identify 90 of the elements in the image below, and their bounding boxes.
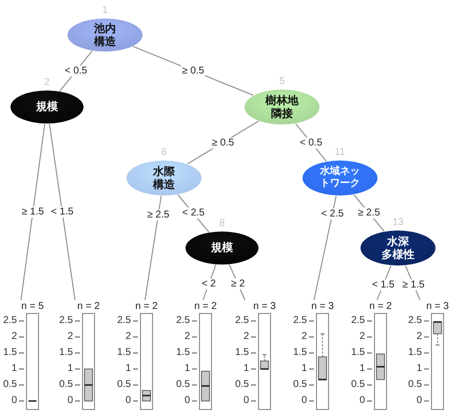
node-label: 規模	[36, 100, 58, 114]
edge-label: < 2.5	[181, 208, 206, 219]
node-number: 13	[392, 218, 404, 228]
axis-tick-label: 0.5	[408, 379, 422, 391]
axis-tick-label: 2	[359, 331, 365, 343]
node-number: 2	[44, 78, 50, 88]
branch-line	[202, 264, 216, 300]
branch-line	[228, 264, 246, 300]
axis-tick-label: 2	[11, 331, 17, 343]
node-label: 規模	[211, 241, 233, 255]
axis-tick-label: 0.5	[235, 379, 249, 391]
sample-size-label: n = 2	[135, 301, 158, 312]
axis-tick-label: 2	[416, 331, 422, 343]
node-number: 1	[102, 6, 108, 16]
axis-tick-label: 0	[301, 395, 307, 407]
axis-tick-label: 1	[67, 363, 73, 375]
sample-size-label: n = 5	[21, 301, 44, 312]
axis-tick-label: 1	[416, 363, 422, 375]
axis-tick-label: 0.5	[117, 379, 131, 391]
edge-label: ≥ 2.5	[146, 209, 170, 220]
axis-tick-label: 1	[359, 363, 365, 375]
edge-label: < 2	[200, 278, 217, 290]
node-label: 樹林地隣接	[266, 94, 298, 120]
edge-label: ≥ 2	[230, 278, 246, 290]
axis-tick-label: 0	[184, 395, 190, 407]
sample-size-label: n = 2	[194, 301, 217, 312]
axis-tick-label: 0	[125, 395, 131, 407]
axis-tick-label: 1	[301, 363, 307, 375]
axis-tick-label: 0.5	[351, 379, 365, 391]
sample-size-label: n = 2	[77, 301, 100, 312]
axis-tick-label: 2	[67, 331, 73, 343]
edge-label: < 2.5	[320, 208, 345, 220]
axis-tick-label: 1	[243, 363, 249, 375]
axis-tick-label: 1.5	[176, 347, 190, 359]
branch-line	[48, 123, 76, 300]
axis-tick-label: 1.5	[117, 347, 131, 359]
axis-tick-label: 1.5	[351, 347, 365, 359]
axis-tick-label: 2	[125, 331, 131, 343]
node-number: 8	[219, 219, 225, 229]
edge-label: ≥ 1.5	[401, 279, 426, 290]
branch-line	[144, 195, 162, 300]
edge-label: < 1.5	[50, 206, 74, 218]
axis-tick-label: 1.5	[59, 347, 73, 359]
axis-tick-label: 2	[301, 331, 307, 343]
axis-tick-label: 0.5	[59, 379, 73, 391]
axis-tick-label: 0	[359, 395, 365, 407]
axis-tick-label: 0	[11, 395, 17, 407]
edge-label: ≥ 0.5	[210, 137, 236, 148]
node-label: 水際構造	[153, 164, 175, 192]
node-number: 6	[161, 148, 167, 158]
axis-tick-label: 1	[184, 363, 190, 375]
axis-tick-label: 2.5	[351, 315, 365, 327]
axis-tick-label: 2	[243, 331, 249, 343]
axis-tick-label: 1.5	[235, 347, 249, 359]
sample-size-label: n = 2	[369, 301, 392, 312]
axis-tick-label: 0.5	[293, 379, 307, 391]
axis-tick-label: 2.5	[293, 315, 307, 327]
axis-tick-label: 1.5	[3, 347, 17, 359]
branch-line	[314, 195, 337, 300]
node-label: 水深多様性	[382, 234, 414, 262]
axis-tick-label: 2.5	[59, 315, 73, 327]
axis-tick-label: 0	[416, 395, 422, 407]
axis-tick-label: 2.5	[408, 315, 422, 327]
node-label: 水域ネットワーク	[320, 166, 360, 190]
edge-label: < 1.5	[370, 279, 396, 290]
edge-label: ≥ 0.5	[181, 65, 206, 76]
axis-tick-label: 2	[184, 331, 190, 343]
branch-line	[20, 123, 46, 300]
axis-tick-label: 2.5	[3, 315, 17, 327]
axis-tick-label: 0.5	[3, 379, 17, 391]
axis-tick-label: 1.5	[408, 347, 422, 359]
axis-tick-label: 2.5	[235, 315, 249, 327]
edge-label: ≥ 2.5	[356, 208, 382, 218]
edge-label: < 0.5	[64, 66, 88, 77]
axis-tick-label: 0	[67, 395, 73, 407]
node-label: 池内構造	[94, 22, 116, 48]
edge-label: < 0.5	[298, 137, 324, 148]
axis-tick-label: 0.5	[176, 379, 190, 391]
axis-tick-label: 1	[125, 363, 131, 375]
axis-tick-label: 2.5	[117, 315, 131, 327]
axis-tick-label: 1	[11, 363, 17, 375]
node-number: 11	[334, 148, 346, 158]
axis-tick-label: 1.5	[293, 347, 307, 359]
node-number: 5	[279, 77, 285, 87]
axis-tick-label: 0	[243, 395, 249, 407]
sample-size-label: n = 3	[311, 301, 334, 312]
sample-size-label: n = 3	[426, 301, 449, 312]
sample-size-label: n = 3	[253, 301, 276, 312]
axis-tick-label: 2.5	[176, 315, 190, 327]
edge-label: ≥ 1.5	[20, 206, 45, 218]
